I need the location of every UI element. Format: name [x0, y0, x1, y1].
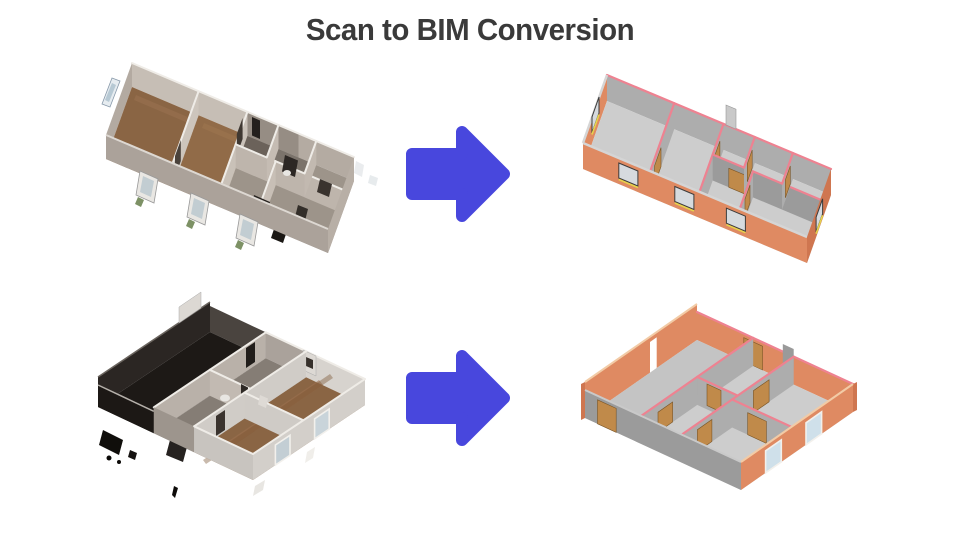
arrow-right-icon — [400, 348, 515, 448]
bim-model-1 — [545, 55, 875, 265]
bim-model-1-drawing — [581, 73, 833, 263]
scan-model-1 — [80, 55, 390, 275]
scan-model-2 — [75, 290, 395, 520]
bim-model-2 — [555, 300, 885, 530]
arrow-right-icon — [400, 124, 515, 224]
bim-model-2-drawing — [581, 303, 857, 490]
page-title: Scan to BIM Conversion — [305, 12, 635, 47]
scan-model-1-drawing — [101, 62, 378, 253]
scan-model-2-drawing — [97, 291, 366, 498]
